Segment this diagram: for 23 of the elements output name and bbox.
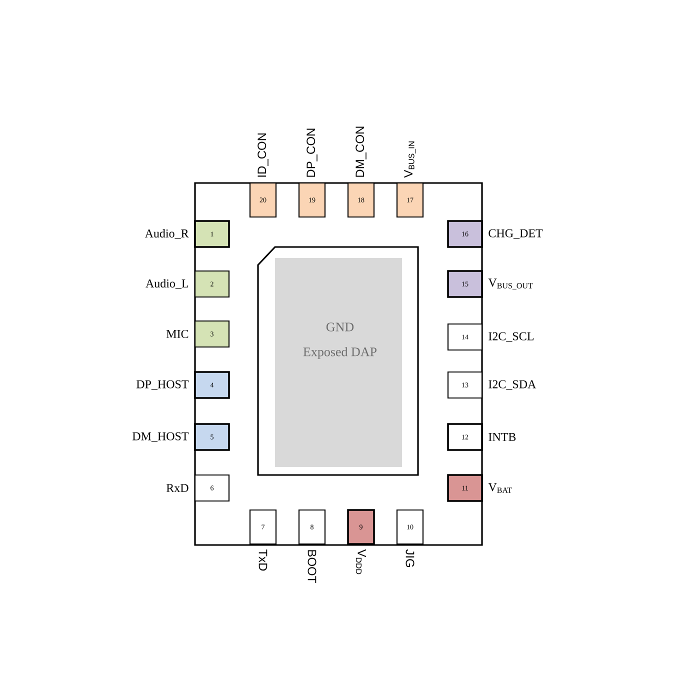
pin-label: V$_{BUS_IN}$ bbox=[404, 142, 416, 178]
pad-label: Exposed DAP bbox=[303, 347, 376, 359]
pin-label: RxD bbox=[166, 484, 188, 492]
exposed-pad bbox=[257, 246, 419, 476]
pad-label: GND bbox=[326, 322, 354, 332]
pin-label: V$_{BUS_OUT}$ bbox=[488, 278, 533, 290]
pin-label: INTB bbox=[488, 433, 516, 441]
pin-label: DM_CON bbox=[356, 126, 366, 177]
pin-label: CHG_DET bbox=[488, 229, 543, 239]
pin-label: DP_HOST bbox=[136, 380, 189, 390]
pin-label: DP_CON bbox=[306, 128, 318, 177]
pin-label: TxD bbox=[258, 549, 268, 571]
pin-label: MIC bbox=[166, 330, 188, 338]
pin-label: DM_HOST bbox=[132, 432, 189, 442]
pin-label: ID_CON bbox=[258, 133, 268, 177]
pin-label: BOOT bbox=[308, 550, 316, 583]
pin-label: Audio_R bbox=[144, 229, 189, 239]
pin-label: JIG bbox=[406, 549, 414, 567]
pin-label: I2C_SDA bbox=[488, 380, 536, 390]
pin-label: Audio_L bbox=[146, 279, 188, 289]
pin-label: V$_{DDD}$ bbox=[356, 549, 366, 574]
pin-label: I2C_SCL bbox=[488, 332, 534, 342]
pin-label: V$_{BAT}$ bbox=[488, 483, 512, 493]
